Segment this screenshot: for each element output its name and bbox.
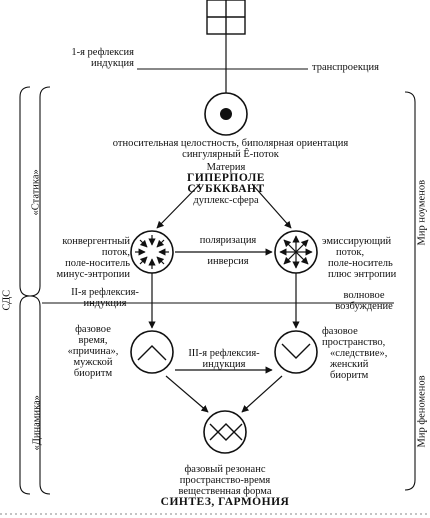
- reflexion-1-label: 1-я рефлексия индукция: [40, 47, 134, 69]
- convergent-line-1: конвергентный: [62, 236, 130, 247]
- convergent-node: [130, 230, 174, 274]
- emitting-line-4: плюс энтропии: [328, 269, 397, 280]
- reflexion-3-label: III-я рефлексия- индукция: [178, 348, 270, 370]
- top-ladder-box: [206, 0, 246, 35]
- polarization-line-1: поляризация: [199, 235, 257, 246]
- convergent-label: конвергентный поток, поле-носитель минус…: [44, 236, 131, 280]
- convergent-line-3: поле-носитель: [65, 258, 130, 269]
- resonance-node: [203, 410, 247, 454]
- reflexion-3-line-1: III-я рефлексия-: [188, 348, 260, 359]
- resonance-line-1: фазовый резонанс: [184, 464, 266, 475]
- emitting-node: [274, 230, 318, 274]
- phase-space-line-5: биоритм: [330, 370, 369, 381]
- synthesis-label: СИНТЕЗ, ГАРМОНИЯ: [160, 496, 290, 508]
- matter-label: Материя ГИПЕРПОЛЕ СУБККВАНТ дуплекс-сфер…: [176, 162, 276, 206]
- phase-space-line-4: женский: [330, 359, 369, 370]
- left-brace: [19, 86, 51, 495]
- resonance-line-2: пространство-время: [179, 475, 271, 486]
- phase-space-line-1: фазовое: [322, 326, 358, 337]
- statics-vertical-label: «Статика»: [30, 169, 42, 216]
- convergent-line-2: поток,: [101, 247, 130, 258]
- phase-time-node: [130, 330, 174, 374]
- emitting-line-1: эмиссирующий: [322, 236, 392, 247]
- center-description: относительная целостность, биполярная ор…: [88, 138, 373, 160]
- center-desc-line-2: сингулярный Ê-поток: [182, 149, 279, 160]
- inversion-label: инверсия: [207, 256, 249, 267]
- phase-time-line-5: биоритм: [73, 368, 113, 379]
- arrow-to-resonance-left: [165, 375, 209, 413]
- phase-time-line-1: фазовое: [75, 324, 111, 335]
- dynamics-vertical-label: «Динамика»: [31, 395, 43, 451]
- phase-space-node: [274, 330, 318, 374]
- wave-line-2: возбуждение: [335, 301, 393, 312]
- matter-line-1: Материя: [206, 162, 246, 173]
- resonance-line-3: вещественная форма: [178, 486, 272, 497]
- emitting-label: эмиссирующий поток, поле-носитель плюс э…: [322, 236, 412, 280]
- wave-label: волновое возбуждение: [322, 290, 406, 312]
- phase-time-line-4: мужской: [73, 357, 113, 368]
- phase-space-line-2: пространство,: [322, 337, 386, 348]
- phase-space-label: фазовое пространство, «следствие», женск…: [322, 326, 412, 381]
- reflexion-2-label: II-я рефлексия- индукция: [56, 287, 154, 309]
- central-sphere: [204, 92, 248, 136]
- right-bracket: [404, 91, 416, 491]
- resonance-label: фазовый резонанс пространство-время веще…: [130, 464, 320, 508]
- phase-time-line-3: «причина»,: [67, 346, 119, 357]
- phenomena-vertical-label: Мир феноменов: [416, 375, 428, 448]
- emitting-line-3: поле-носитель: [328, 258, 393, 269]
- matter-line-3: СУБККВАНТ: [187, 183, 265, 195]
- center-desc-line-1: относительная целостность, биполярная ор…: [112, 138, 349, 149]
- reflexion-1-line-2: индукция: [91, 58, 134, 69]
- arrow-to-resonance-right: [241, 375, 283, 413]
- reflexion-2-line-1: II-я рефлексия-: [71, 287, 139, 298]
- polarization-label: поляризация: [190, 235, 266, 246]
- matter-line-4: дуплекс-сфера: [193, 195, 259, 206]
- emitting-line-2: поток,: [336, 247, 365, 258]
- phase-time-label: фазовое время, «причина», мужской биорит…: [56, 324, 130, 379]
- reflexion-2-line-2: индукция: [83, 298, 127, 309]
- reflexion-3-line-2: индукция: [202, 359, 246, 370]
- arrow-to-left-node: [156, 183, 201, 229]
- wave-line-1: волновое: [343, 290, 385, 301]
- noumena-vertical-label: Мир ноуменов: [416, 179, 428, 246]
- arrow-to-right-node: [251, 183, 292, 229]
- transprojection-label: трансп­роекция: [312, 62, 379, 73]
- reflexion-1-line-1: 1-я рефлексия: [71, 47, 134, 58]
- convergent-line-4: минус-энтропии: [56, 269, 131, 280]
- sds-vertical-label: СДС: [1, 289, 13, 311]
- phase-space-line-3: «следствие»,: [330, 348, 388, 359]
- phase-time-line-2: время,: [78, 335, 108, 346]
- matter-line-2: ГИПЕРПОЛЕ: [187, 172, 265, 184]
